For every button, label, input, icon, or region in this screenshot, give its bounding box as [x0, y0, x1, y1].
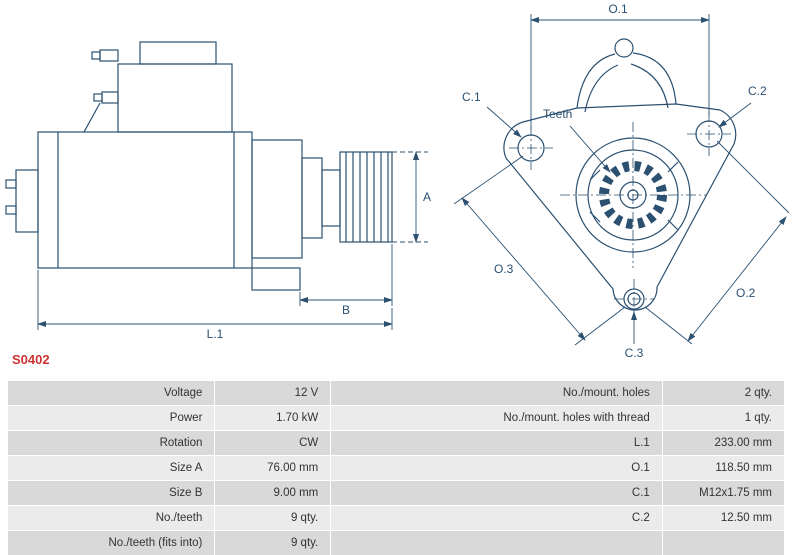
spec-cell-value: 12 V: [215, 381, 331, 405]
dim-label-b: B: [342, 303, 350, 317]
spec-cell-value: CW: [215, 431, 331, 455]
technical-drawing: A B L.1: [5, 2, 790, 360]
part-number: S0402: [12, 352, 50, 367]
spec-cell-label: Rotation: [8, 431, 215, 455]
spec-cell-value: [662, 531, 784, 555]
dim-label-c2: C.2: [748, 84, 767, 98]
side-view-dimensions: [37, 151, 428, 330]
dim-label-c3: C.3: [625, 346, 644, 360]
teeth-label: Teeth: [543, 107, 572, 121]
spec-cell-label: No./teeth: [8, 506, 215, 530]
dim-label-c1: C.1: [462, 90, 481, 104]
spec-cell-label: L.1: [331, 431, 662, 455]
dim-label-o3: O.3: [494, 262, 514, 276]
end-view-dimensions: [453, 14, 790, 346]
spec-cell-label: Size A: [8, 456, 215, 480]
spec-cell-value: 2 qty.: [662, 381, 784, 405]
spec-cell-label: C.2: [331, 506, 662, 530]
spec-cell-label: No./mount. holes with thread: [331, 406, 662, 430]
spec-cell-label: C.1: [331, 481, 662, 505]
spec-cell-value: 76.00 mm: [215, 456, 331, 480]
spec-cell-value: 9 qty.: [215, 531, 331, 555]
dim-label-a: A: [423, 190, 431, 204]
spec-cell-label: No./mount. holes: [331, 381, 662, 405]
dim-label-l1: L.1: [207, 327, 224, 341]
spec-cell-label: Size B: [8, 481, 215, 505]
spec-cell-value: 118.50 mm: [662, 456, 784, 480]
spec-cell-label: Voltage: [8, 381, 215, 405]
spec-cell-value: 9 qty.: [215, 506, 331, 530]
dim-label-o2: O.2: [736, 286, 756, 300]
starter-side-view: [5, 41, 393, 291]
dim-label-o1: O.1: [608, 2, 628, 16]
spec-cell-value: 1.70 kW: [215, 406, 331, 430]
spec-cell-value: 9.00 mm: [215, 481, 331, 505]
specifications-table: Voltage 12 V No./mount. holes 2 qty. Pow…: [8, 381, 784, 555]
spec-cell-value: M12x1.75 mm: [662, 481, 784, 505]
spec-cell-label: [331, 531, 662, 555]
starter-end-view: [503, 38, 737, 311]
end-view-centerlines: [509, 112, 731, 319]
spec-cell-value: 12.50 mm: [662, 506, 784, 530]
spec-cell-value: 233.00 mm: [662, 431, 784, 455]
spec-cell-label: No./teeth (fits into): [8, 531, 215, 555]
spec-cell-value: 1 qty.: [662, 406, 784, 430]
spec-cell-label: Power: [8, 406, 215, 430]
spec-cell-label: O.1: [331, 456, 662, 480]
